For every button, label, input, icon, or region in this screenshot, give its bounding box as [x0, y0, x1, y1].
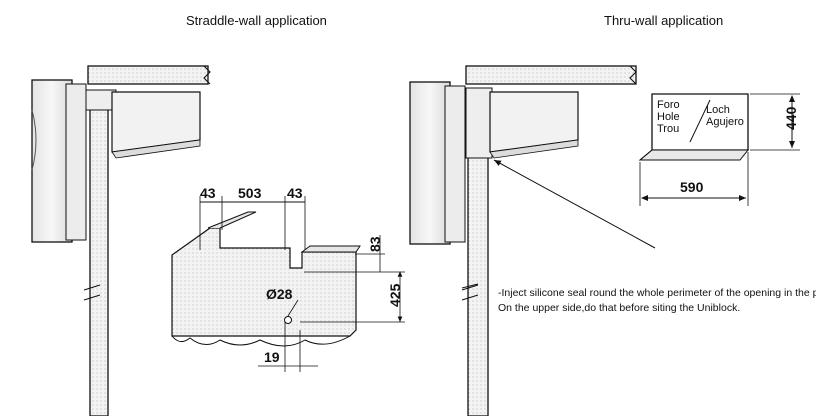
dim-pipe-offset: 19: [264, 349, 280, 365]
dim-flange-right: 43: [287, 185, 303, 201]
hole-legend-drawing: [638, 93, 800, 206]
hole-legend-trou: Trou: [657, 123, 680, 135]
hole-legend-foro: Foro: [657, 99, 680, 111]
hole-section-drawing: [171, 196, 405, 372]
hole-legend-right: Loch Agujero: [706, 104, 744, 128]
dim-flange-left: 43: [200, 185, 216, 201]
dim-hole-height: 440: [783, 106, 799, 130]
straddle-wall-drawing: [31, 65, 211, 416]
straddle-title: Straddle-wall application: [186, 13, 327, 28]
note-line-2: On the upper side,do that before siting …: [498, 302, 741, 314]
dim-hole-width: 590: [680, 179, 704, 195]
dim-height-hole: 425: [387, 283, 403, 307]
thru-wall-drawing: [409, 65, 656, 416]
hole-legend-hole: Hole: [657, 111, 680, 123]
hole-legend-left: Foro Hole Trou: [657, 99, 680, 135]
dim-height-top: 83: [367, 236, 383, 252]
thru-title: Thru-wall application: [604, 13, 724, 28]
dim-opening: 503: [238, 185, 262, 201]
hole-legend-agujero: Agujero: [706, 116, 744, 128]
dim-pipe-diameter: Ø28: [266, 286, 293, 302]
hole-legend-loch: Loch: [706, 104, 730, 116]
note-line-1: -Inject silicone seal round the whole pe…: [498, 287, 816, 299]
